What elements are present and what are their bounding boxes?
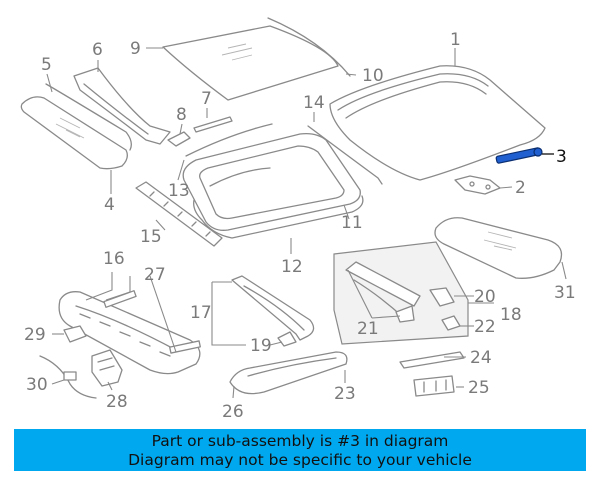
- callout-31: 31: [554, 283, 576, 303]
- callout-2: 2: [515, 178, 526, 198]
- part-25-bracket: [413, 375, 455, 397]
- callout-26: 26: [222, 402, 244, 422]
- callout-14: 14: [303, 93, 325, 113]
- callout-10: 10: [362, 66, 384, 86]
- callout-16: 16: [103, 249, 125, 269]
- callout-11: 11: [341, 213, 363, 233]
- part-17-side-rail: [231, 275, 315, 341]
- callout-18: 18: [500, 305, 522, 325]
- callout-1: 1: [450, 30, 461, 50]
- callout-5: 5: [41, 55, 52, 75]
- part-31-glass: [434, 217, 563, 279]
- part-29-connector: [63, 325, 87, 343]
- callout-28: 28: [106, 392, 128, 412]
- part-2-bracket: [454, 175, 501, 195]
- part-12-seal: [193, 195, 364, 239]
- callout-21: 21: [357, 319, 379, 339]
- part-19-small-clip: [277, 331, 297, 347]
- part-28-motor: [91, 349, 123, 387]
- callout-3: 3: [556, 147, 567, 167]
- callout-22: 22: [474, 317, 496, 337]
- callout-8: 8: [176, 105, 187, 125]
- part-18-subassembly-box: [333, 241, 469, 345]
- part-4-left-glass: [20, 96, 128, 170]
- part-8-clip: [167, 131, 191, 147]
- banner-line-1: Part or sub-assembly is #3 in diagram: [151, 432, 449, 450]
- info-banner: Part or sub-assembly is #3 in diagram Di…: [14, 429, 586, 471]
- part-7-small-rail: [193, 116, 233, 133]
- callout-12: 12: [281, 257, 303, 277]
- part-30-cable: [39, 355, 97, 399]
- callout-17: 17: [190, 303, 212, 323]
- part-5-seal-strip: [45, 83, 132, 151]
- part-27-mechanism-frame: [58, 290, 201, 375]
- callout-6: 6: [92, 40, 103, 60]
- callout-13: 13: [168, 181, 190, 201]
- banner-line-2: Diagram may not be specific to your vehi…: [128, 451, 472, 469]
- callout-24: 24: [470, 348, 492, 368]
- part-24-strip: [399, 351, 465, 369]
- callout-29: 29: [24, 325, 46, 345]
- callout-23: 23: [334, 384, 356, 404]
- part-9-glass-panel: [162, 25, 339, 101]
- part-14-side-strip: [307, 125, 383, 185]
- part-3-highlighted-rod: [495, 147, 543, 164]
- parts-diagram: 1 2 3 4 5 6 7 8 9 10 11 12 13 14 15 16 1…: [20, 17, 576, 422]
- part-10-trim-strip: [267, 17, 351, 77]
- callout-27: 27: [144, 265, 166, 285]
- callout-19: 19: [250, 336, 272, 356]
- callout-4: 4: [104, 195, 115, 215]
- leader-lines: [46, 47, 567, 399]
- callout-7: 7: [201, 89, 212, 109]
- part-13-strip: [185, 123, 273, 157]
- callout-20: 20: [474, 287, 496, 307]
- callout-30: 30: [26, 375, 48, 395]
- callout-25: 25: [468, 378, 490, 398]
- part-1-roof-panel: [329, 65, 546, 181]
- callout-15: 15: [140, 227, 162, 247]
- part-23-rail: [229, 351, 348, 395]
- part-11-frame: [182, 132, 361, 231]
- callout-9: 9: [130, 39, 141, 59]
- part-6-front-frame: [73, 67, 171, 145]
- part-15-bracket-rail: [135, 181, 223, 247]
- callout-labels: 1 2 3 4 5 6 7 8 9 10 11 12 13 14 15 16 1…: [24, 30, 576, 422]
